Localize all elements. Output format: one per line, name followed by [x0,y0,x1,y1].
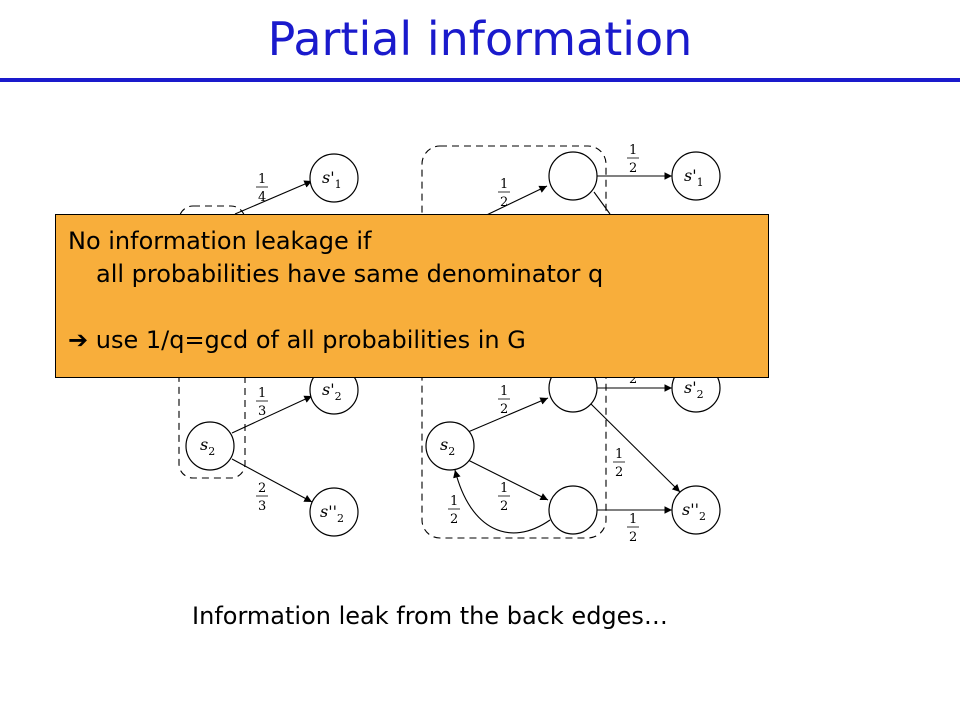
right-label-mid-to-s2pp-num: 1 [615,447,623,462]
left-label-1-3-num: 1 [258,386,266,401]
right-label-s2-to-mid: 1 2 [498,384,510,417]
right-node-top [548,151,598,201]
callout-line-2: all probabilities have same denominator … [96,260,604,288]
left-label-1-3: 1 3 [256,386,268,419]
callout-line-1: No information leakage if [68,227,372,255]
svg-text:s''2: s''2 [320,502,344,525]
right-label-s2-to-mid-num: 1 [500,384,508,399]
right-node-s1-prime-label: s' [684,166,697,185]
right-label-top-to-s1p-num: 1 [629,143,637,158]
left-node-s2 [185,421,235,471]
right-node-s2-double-prime [671,485,721,535]
left-label-1-4: 1 4 [256,172,268,205]
right-label-bot-back: 1 2 [448,494,460,527]
left-node-s2-sub: 2 [208,445,215,458]
right-label-top-to-s1p-den: 2 [629,161,637,176]
right-label-in-to-top-num: 1 [500,177,508,192]
right-label-s2-to-mid-den: 2 [500,402,508,417]
left-node-s1-prime-sub: 1 [335,178,342,191]
right-node-s1-prime-sub: 1 [697,176,704,189]
edge-left-s2-to-s2p [231,395,313,434]
edge-right-s2-to-bot [467,459,549,501]
svg-text:s'1: s'1 [322,168,342,191]
svg-text:s''2: s''2 [682,500,706,523]
right-label-bot-to-s2pp: 1 2 [627,512,639,545]
slide-caption: Information leak from the back edges… [192,602,668,630]
orange-callout-box: No information leakage if all probabilit… [55,214,769,378]
right-label-bot-back-num: 1 [450,494,458,509]
left-chain: s'1 s'2 s2 s''2 1 4 1 3 2 3 [178,153,359,537]
right-label-mid-to-s2p-den: 2 [629,372,637,387]
right-node-s2-prime-sub: 2 [697,388,704,401]
left-label-1-4-den: 4 [258,190,266,205]
left-node-s2-prime-label: s' [322,380,335,399]
svg-text:s2: s2 [440,435,455,458]
right-node-s2-prime-label: s' [684,378,697,397]
right-label-top-to-s1p: 1 2 [627,143,639,176]
right-node-s2-label: s [440,435,448,454]
edge-right-top-down [593,191,611,215]
right-node-s1-prime [671,151,721,201]
edge-right-bot-back-to-s2 [453,469,551,534]
callout-line-3-text: use 1/q=gcd of all probabilities in G [95,326,526,354]
left-node-s1-prime [309,153,359,203]
svg-text:s'2: s'2 [684,378,704,401]
edge-right-mid-to-s2pp [590,403,681,493]
right-label-mid-to-s2pp-den: 2 [615,465,623,480]
right-label-mid-to-s2pp: 1 2 [613,447,625,480]
left-node-s2-double-prime-label: s'' [320,502,337,521]
right-node-bottom [548,485,598,535]
left-label-1-4-num: 1 [258,172,266,187]
edge-left-to-s1p [234,180,313,215]
left-label-1-3-den: 3 [258,404,266,419]
right-label-s2-to-bot-den: 2 [500,499,508,514]
left-node-s1-prime-label: s' [322,168,335,187]
left-label-2-3-den: 3 [258,499,266,514]
left-node-s2-prime-sub: 2 [335,390,342,403]
right-label-bot-back-den: 2 [450,512,458,527]
edge-left-s2-to-s2pp [231,458,313,503]
svg-text:s'2: s'2 [322,380,342,403]
right-label-in-to-top-den: 2 [500,195,508,210]
left-label-2-3: 2 3 [256,481,268,514]
left-node-s2-double-prime [309,487,359,537]
svg-text:s'1: s'1 [684,166,704,189]
slide-title: Partial information [267,12,693,66]
right-label-in-to-top: 1 2 [498,177,510,210]
arrow-icon: ➔ [68,326,89,354]
right-label-s2-to-bot: 1 2 [498,481,510,514]
callout-blank-line [68,291,768,324]
right-node-s2-double-prime-label: s'' [682,500,699,519]
right-label-bot-to-s2pp-num: 1 [629,512,637,527]
title-underline [0,78,960,82]
svg-text:s2: s2 [200,435,215,458]
right-node-s2-sub: 2 [448,445,455,458]
right-label-bot-to-s2pp-den: 2 [629,530,637,545]
left-label-2-3-num: 2 [258,481,266,496]
left-node-s2-double-prime-sub: 2 [337,512,344,525]
callout-line-3: ➔ use 1/q=gcd of all probabilities in G [68,324,768,357]
left-node-s2-label: s [200,435,208,454]
right-label-s2-to-bot-num: 1 [500,481,508,496]
right-label-mid-to-s2p: 2 [629,372,637,387]
right-node-s2-double-prime-sub: 2 [699,510,706,523]
edge-right-s2-to-mid [467,397,549,433]
right-node-s2 [425,421,475,471]
